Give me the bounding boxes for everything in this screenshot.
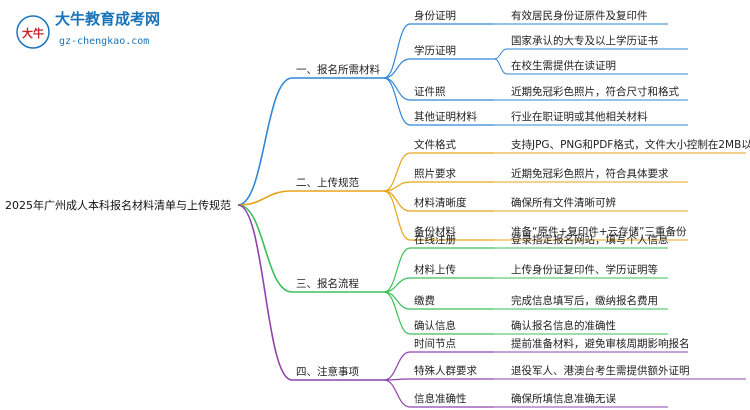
item-label: 时间节点 — [414, 337, 456, 350]
item-label: 特殊人群要求 — [414, 364, 477, 377]
detail-label: 提前准备材料，避免审核周期影响报名 — [511, 337, 690, 350]
item-connector — [383, 247, 411, 293]
detail-label: 近期免冠彩色照片，符合尺寸和格式 — [511, 85, 679, 98]
item-label: 备份材料 — [414, 225, 456, 238]
item-label: 其他证明材料 — [414, 110, 477, 123]
item-label: 照片要求 — [414, 167, 456, 180]
item-connector — [383, 379, 411, 408]
item-connector — [383, 291, 411, 335]
logo-glyph: 大牛 — [22, 26, 44, 40]
detail-label: 完成信息填写后，缴纳报名费用 — [511, 294, 658, 307]
item-connector — [383, 23, 411, 79]
detail-label: 国家承认的大专及以上学历证书 — [511, 34, 658, 47]
detail-label: 在校生需提供在读证明 — [511, 59, 616, 72]
detail-label: 退役军人、港澳台考生需提供额外证明 — [511, 364, 690, 377]
detail-label: 确保所填信息准确无误 — [511, 392, 616, 405]
detail-label: 确认报名信息的准确性 — [511, 319, 616, 332]
logo-title: 大牛教育成考网 — [55, 10, 160, 28]
detail-connector — [493, 48, 508, 60]
item-connector — [383, 351, 411, 381]
root-connector — [237, 77, 293, 206]
item-label: 确认信息 — [414, 319, 456, 332]
item-connector — [383, 58, 411, 79]
item-connector — [383, 277, 411, 293]
branch-label: 三、报名流程 — [296, 277, 359, 290]
detail-label: 支持JPG、PNG和PDF格式，文件大小控制在2MB以内 — [511, 138, 750, 151]
root-connector — [237, 204, 293, 293]
item-connector — [383, 291, 411, 310]
detail-label: 上传身份证复印件、学历证明等 — [511, 263, 658, 276]
branch-label: 一、报名所需材料 — [296, 63, 380, 76]
item-label: 材料清晰度 — [414, 196, 467, 209]
logo-icon: 大牛 — [16, 15, 50, 49]
detail-connector — [493, 58, 508, 75]
detail-label: 确保所有文件清晰可辨 — [511, 196, 616, 209]
logo: 大牛 大牛教育成考网 gz-chengkao.com — [16, 10, 160, 49]
item-label: 缴费 — [414, 294, 435, 307]
item-connector — [383, 190, 411, 241]
item-connector — [383, 190, 411, 212]
item-label: 学历证明 — [414, 44, 456, 57]
branch-label: 四、注意事项 — [296, 365, 359, 378]
item-connector — [383, 152, 411, 192]
item-label: 材料上传 — [414, 263, 456, 276]
detail-label: 近期免冠彩色照片，符合具体要求 — [511, 167, 669, 180]
item-label: 文件格式 — [414, 138, 456, 151]
item-label: 证件照 — [414, 86, 446, 98]
item-connector — [383, 181, 411, 192]
root-topic: 2025年广州成人本科报名材料清单与上传规范 — [5, 198, 231, 212]
detail-label: 行业在职证明或其他相关材料 — [511, 110, 648, 123]
logo-url: gz-chengkao.com — [59, 36, 149, 47]
root-connector — [237, 190, 293, 206]
detail-label: 登录指定报名网站，填写个人信息 — [511, 233, 669, 246]
item-label: 信息准确性 — [414, 392, 467, 405]
detail-label: 有效居民身份证原件及复印件 — [511, 9, 648, 22]
branch-label: 二、上传规范 — [296, 176, 359, 189]
root-connector — [237, 204, 293, 381]
branch-connectors — [237, 23, 746, 408]
item-connector — [383, 77, 411, 126]
item-label: 身份证明 — [414, 9, 456, 22]
item-label: 在线注册 — [414, 233, 456, 246]
item-connector — [383, 77, 411, 101]
detail-label: 准备“原件+复印件+云存储”三重备份 — [511, 225, 687, 238]
